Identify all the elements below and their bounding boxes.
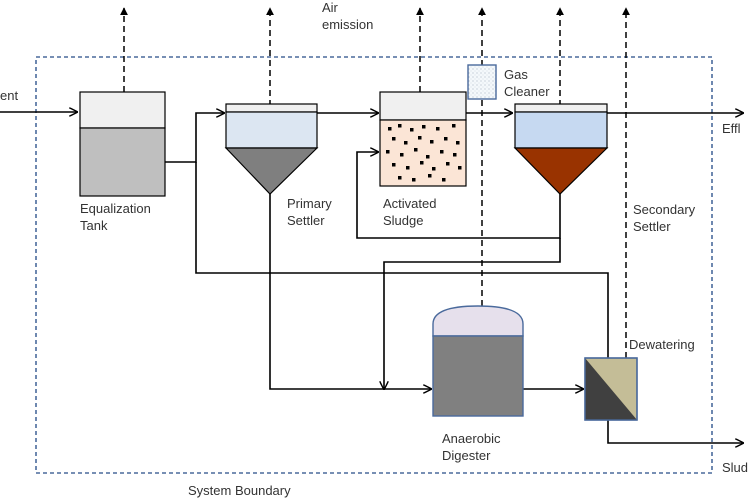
- activated-sludge-label: Activated Sludge: [383, 196, 440, 228]
- floc-dot: [398, 176, 402, 180]
- floc-dot: [412, 178, 416, 182]
- floc-dot: [414, 148, 418, 152]
- floc-dot: [444, 137, 448, 141]
- floc-dot: [432, 167, 436, 171]
- floc-dot: [453, 153, 457, 157]
- floc-dot: [428, 174, 432, 178]
- sludge-floc-dots: [386, 124, 462, 182]
- primary-settler-label: Primary Settler: [287, 196, 335, 228]
- floc-dot: [410, 128, 414, 132]
- anaerobic-digester: [432, 305, 524, 417]
- floc-dot: [400, 153, 404, 157]
- influent-label: ent: [0, 88, 18, 103]
- sludge-out-flow: [607, 420, 743, 443]
- floc-dot: [446, 162, 450, 166]
- floc-dot: [442, 178, 446, 182]
- floc-dot: [418, 136, 422, 140]
- floc-dot: [436, 127, 440, 131]
- air-emission-arrows: [120, 7, 630, 358]
- sludge-label: Slud: [722, 460, 748, 475]
- bypass-flow: [195, 162, 609, 358]
- equalization-tank: [79, 91, 166, 197]
- floc-dot: [452, 124, 456, 128]
- dewatering-label: Dewatering: [629, 337, 695, 352]
- dewatering-unit: [584, 357, 638, 421]
- floc-dot: [392, 163, 396, 167]
- floc-dot: [426, 155, 430, 159]
- flow-lines: [0, 112, 743, 443]
- effluent-label: Effl: [722, 121, 741, 136]
- floc-dot: [422, 125, 426, 129]
- floc-dot: [404, 141, 408, 145]
- floc-dot: [406, 166, 410, 170]
- equalization-tank-label: Equalization Tank: [80, 201, 154, 233]
- secondary-settler: [513, 103, 609, 195]
- floc-dot: [388, 127, 392, 131]
- floc-dot: [398, 124, 402, 128]
- air-emission-label: Air emission: [322, 0, 373, 32]
- gas-cleaner-label: Gas Cleaner: [504, 67, 550, 99]
- primary-settler: [224, 103, 319, 195]
- eq-to-primary-flow: [165, 113, 224, 163]
- floc-dot: [456, 141, 460, 145]
- floc-dot: [440, 150, 444, 154]
- floc-dot: [386, 150, 390, 154]
- system-boundary-label: System Boundary: [188, 483, 291, 498]
- anaerobic-digester-label: Anaerobic Digester: [442, 431, 504, 463]
- floc-dot: [420, 161, 424, 165]
- gas-cleaner-box: [467, 64, 497, 100]
- primary-sludge-flow: [269, 194, 431, 389]
- floc-dot: [392, 137, 396, 141]
- return-sludge-flow: [356, 152, 561, 239]
- floc-dot: [458, 166, 462, 170]
- waste-sludge-flow: [384, 238, 561, 389]
- activated-sludge-tank: [379, 91, 467, 187]
- secondary-settler-label: Secondary Settler: [633, 202, 699, 234]
- system-boundary: [35, 56, 713, 474]
- floc-dot: [430, 140, 434, 144]
